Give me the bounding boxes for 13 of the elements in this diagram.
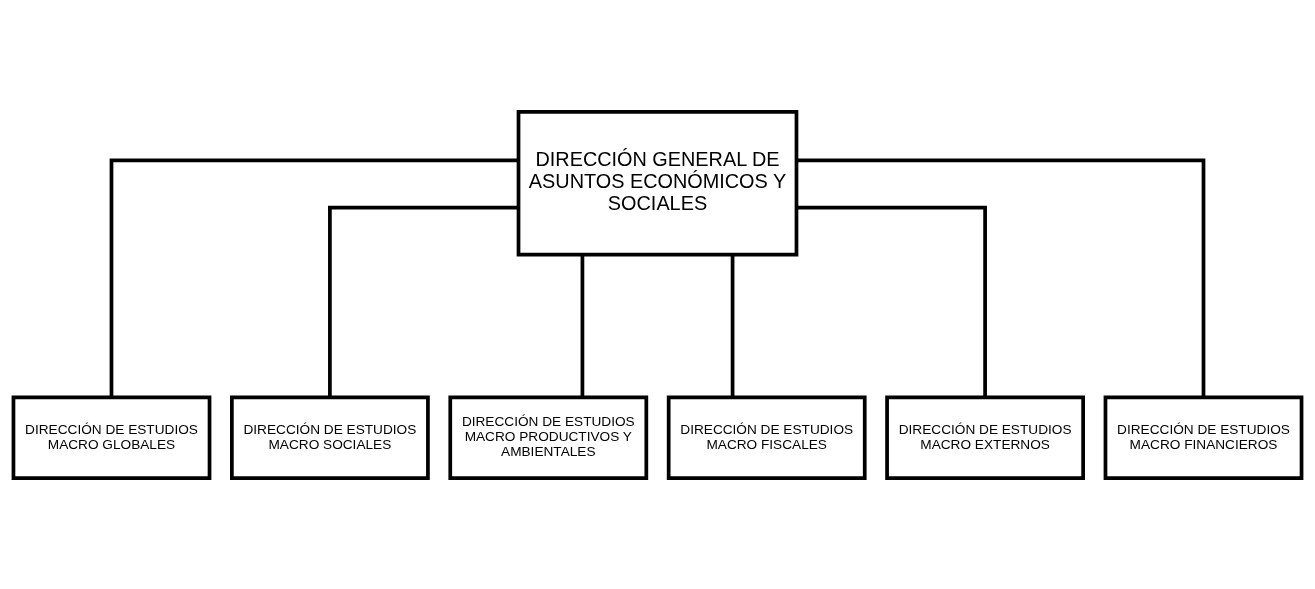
node-box: DIRECCIÓN DE ESTUDIOS MACRO PRODUCTIVOS Y AMBIENTALES (448, 395, 649, 480)
connector (328, 205, 519, 397)
connector (580, 254, 585, 397)
connector (730, 254, 735, 397)
connector (109, 158, 519, 397)
node-box: DIRECCIÓN DE ESTUDIOS MACRO FISCALES (666, 395, 867, 480)
node-box: DIRECCIÓN DE ESTUDIOS MACRO EXTERNOS (885, 395, 1085, 480)
node-box: DIRECCIÓN GENERAL DE ASUNTOS ECONÓMICOS Y SOCIALES (516, 109, 799, 257)
node-box: DIRECCIÓN DE ESTUDIOS MACRO SOCIALES (230, 395, 430, 480)
node-box: DIRECCIÓN DE ESTUDIOS MACRO FINANCIEROS (1103, 395, 1304, 480)
node-box: DIRECCIÓN DE ESTUDIOS MACRO GLOBALES (11, 395, 212, 480)
connector (796, 158, 1206, 397)
connector (796, 205, 987, 397)
